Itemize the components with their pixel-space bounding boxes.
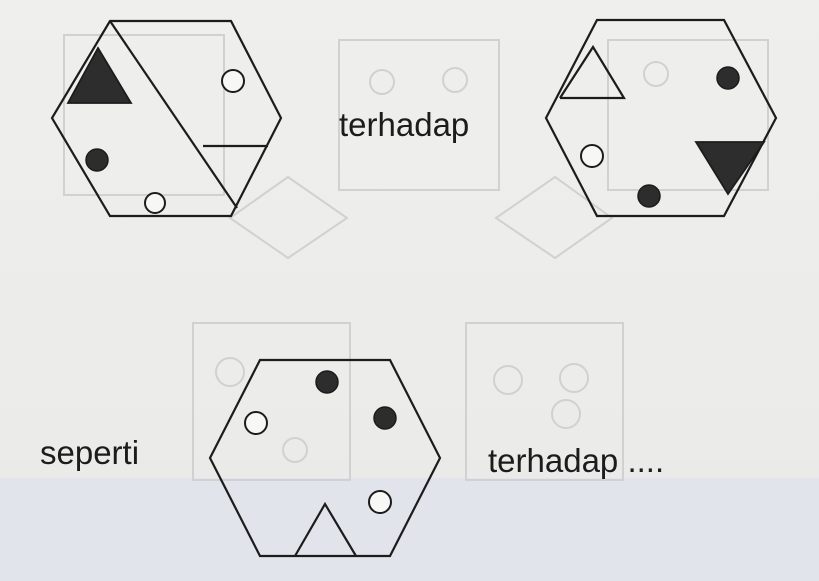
ghost-diamond-a <box>228 175 349 260</box>
hexagon-2-open-triangle <box>559 44 626 100</box>
ghost-circle-1 <box>369 69 395 95</box>
analogy-word: seperti <box>40 434 140 471</box>
ghost-diamond-b <box>494 175 614 260</box>
hexagon-2-filled-circle-top <box>716 66 740 90</box>
hexagon-3-filled-circle-top <box>315 370 339 394</box>
hexagon-1-diagonal <box>109 20 238 209</box>
hexagon-2-outline <box>544 18 778 218</box>
hexagon-2-open-circle <box>580 144 604 168</box>
ghost-square-c <box>607 39 769 191</box>
hexagon-3-filled-circle-right <box>373 406 397 430</box>
hexagon-1-open-circle-bottom <box>144 192 166 214</box>
hexagon-1 <box>50 19 283 218</box>
background-ghost-print <box>63 34 769 481</box>
hexagon-2-filled-circle-bottom <box>637 184 661 208</box>
ghost-square-b <box>338 39 500 191</box>
ghost-square-e <box>465 322 624 481</box>
ghost-square-d <box>192 322 351 481</box>
hexagon-1-filled-triangle <box>66 46 133 104</box>
hexagon-2 <box>544 18 778 218</box>
ghost-circle-6 <box>493 365 523 395</box>
hexagon-1-filled-circle <box>85 148 109 172</box>
ghost-circle-5 <box>282 437 308 463</box>
ghost-circle-7 <box>559 363 589 393</box>
ghost-square-a <box>63 34 225 196</box>
hexagon-3-open-circle-left <box>244 411 268 435</box>
hexagon-2-filled-triangle <box>694 141 766 196</box>
hexagon-3 <box>208 358 442 558</box>
ghost-circle-8 <box>551 399 581 429</box>
relation-word-first: terhadap <box>339 106 470 143</box>
hexagon-3-open-circle-bottom <box>368 490 392 514</box>
ghost-circle-3 <box>643 61 669 87</box>
hexagon-1-open-circle-top <box>221 69 245 93</box>
hexagon-3-outline <box>208 358 442 558</box>
ghost-circle-2 <box>442 67 468 93</box>
ghost-circle-4 <box>215 357 245 387</box>
relation-word-second: terhadap .... <box>488 442 665 479</box>
page-shadow-band <box>0 478 819 581</box>
hexagon-1-outline <box>50 19 283 218</box>
hexagon-3-notch-triangle <box>294 501 357 557</box>
